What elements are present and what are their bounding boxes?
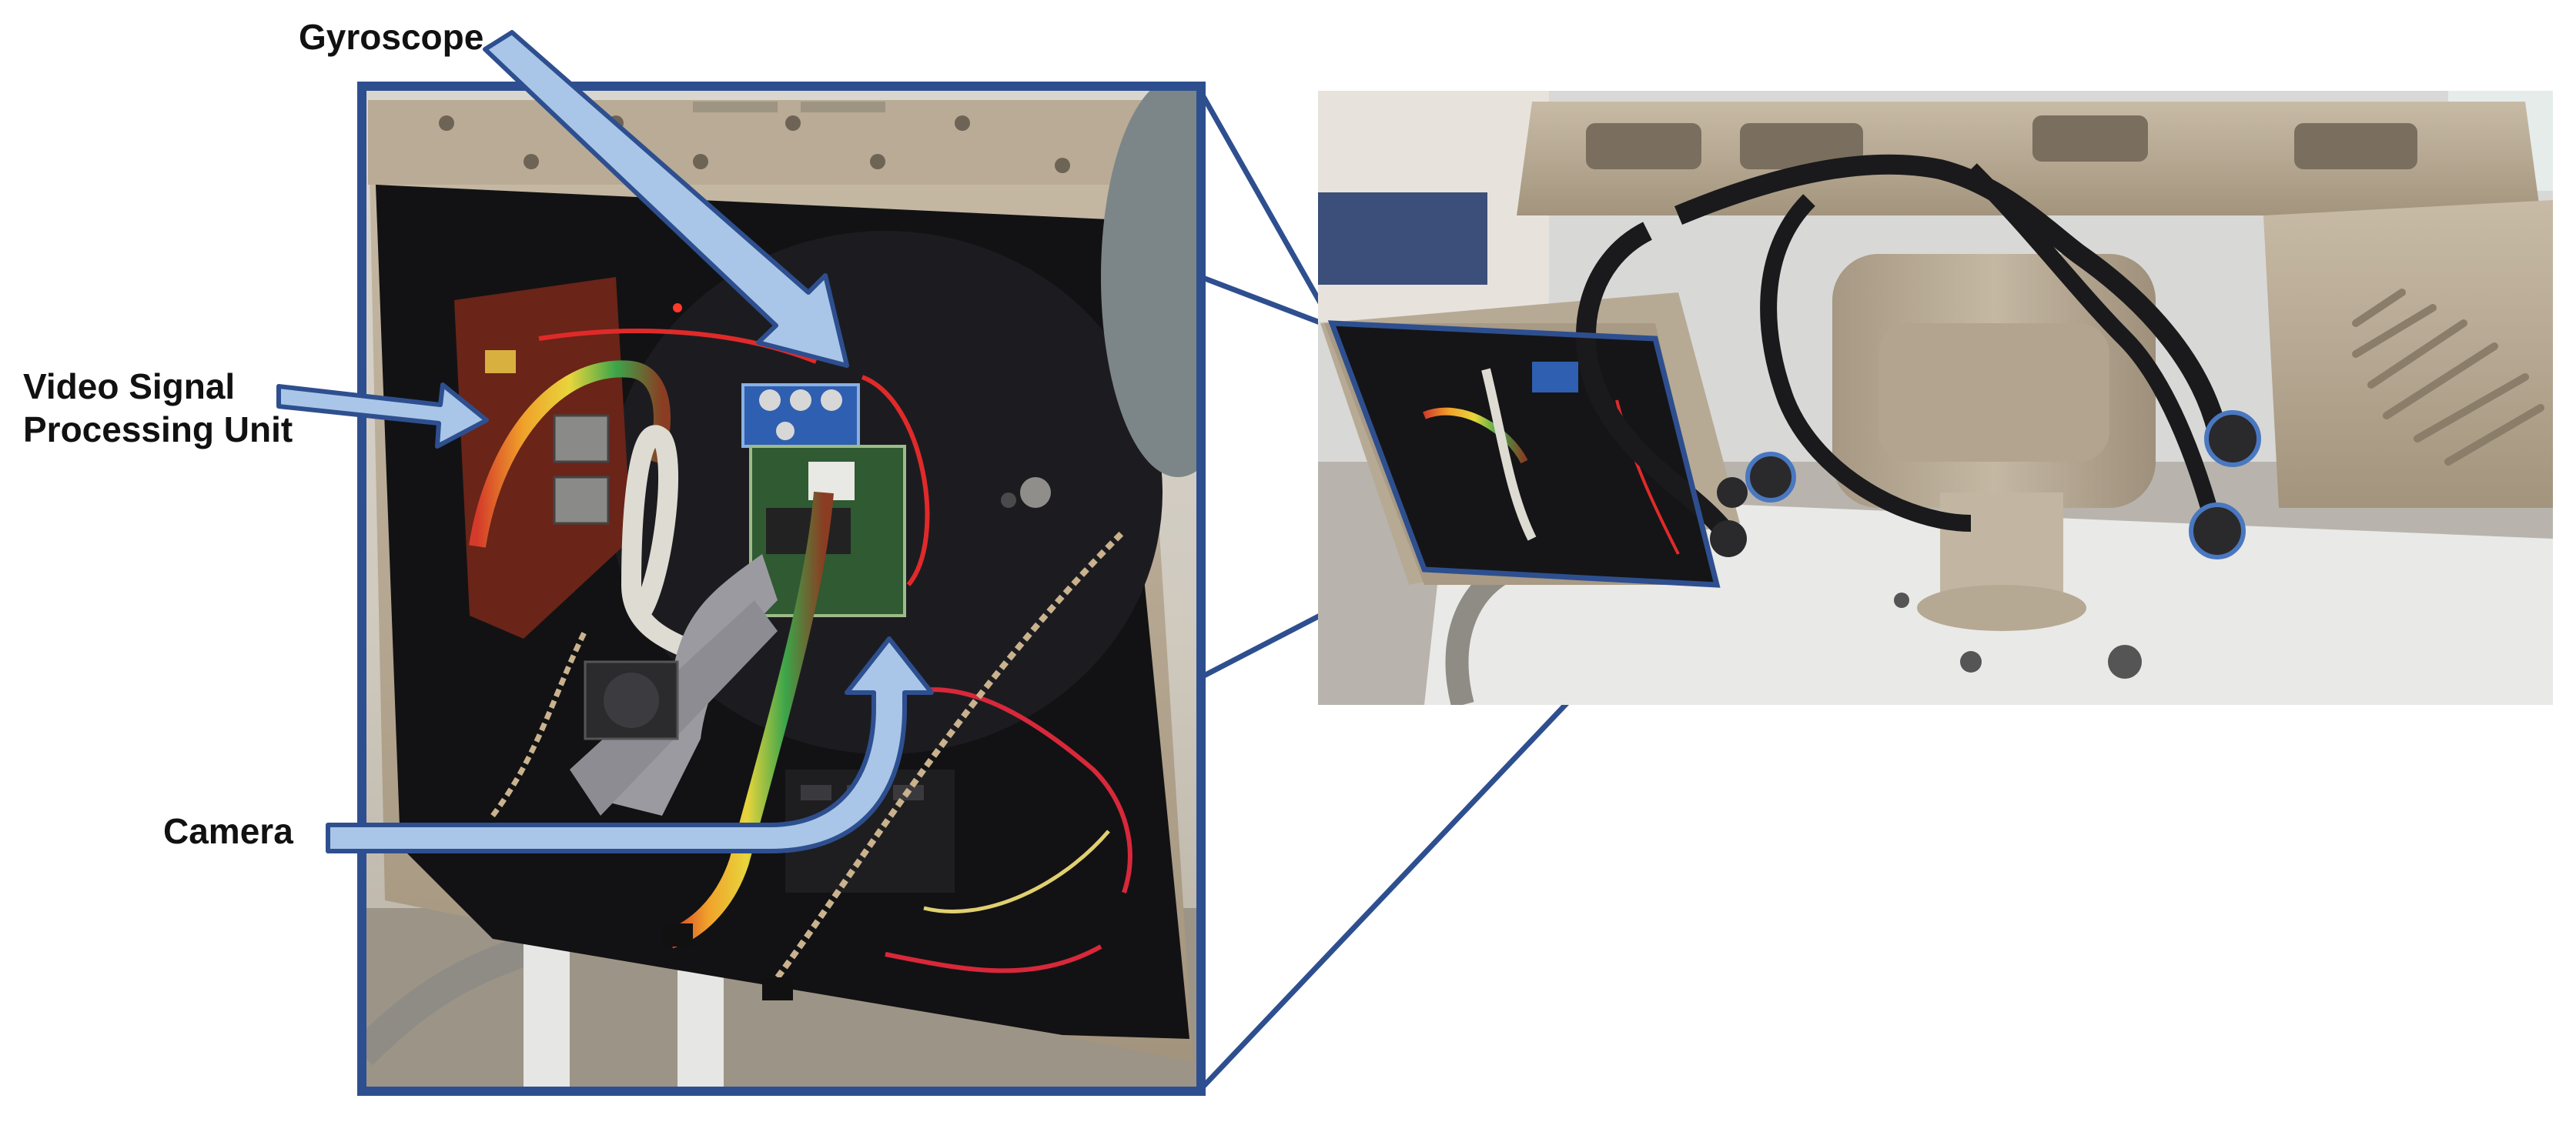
gyroscope-arrow xyxy=(483,30,849,368)
video-signal-processing-unit-label: Video Signal Processing Unit xyxy=(23,365,293,451)
video-signal-processing-unit-arrow xyxy=(276,382,489,449)
camera-arrow xyxy=(326,636,934,853)
overview-photo xyxy=(1318,91,2553,705)
gyroscope-label: Gyroscope xyxy=(299,17,484,57)
camera-label: Camera xyxy=(163,811,293,851)
video-signal-processing-unit-label-line-2: Processing Unit xyxy=(23,409,293,449)
closeup-frame xyxy=(357,82,1206,1096)
overview-frame xyxy=(1327,320,1721,588)
video-signal-processing-unit-label-line-1: Video Signal xyxy=(23,366,236,406)
closeup-photo xyxy=(362,86,1201,1091)
